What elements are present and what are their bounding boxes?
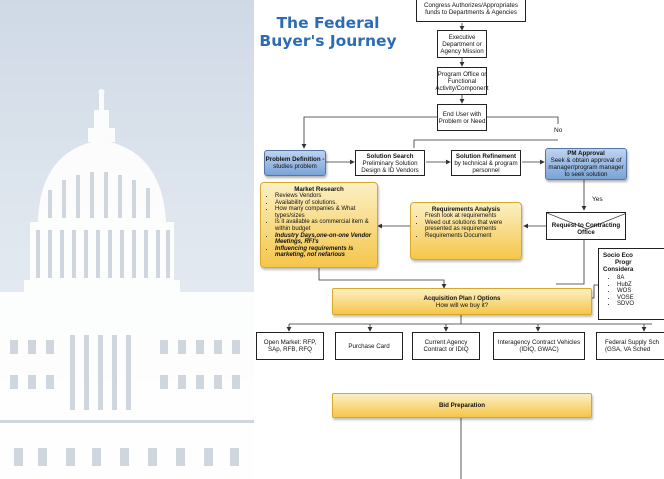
list-item: 8A bbox=[617, 275, 634, 282]
title-line-1: The Federal bbox=[276, 14, 380, 32]
pm-approval-title: PM Approval bbox=[567, 150, 605, 157]
pm-approval-box: PM Approval Seek & obtain approval of ma… bbox=[545, 148, 627, 180]
list-item: WOS bbox=[617, 288, 634, 295]
option-purchase-card-text: Purchase Card bbox=[348, 342, 390, 350]
envelope-icon bbox=[547, 213, 625, 230]
list-item: Fresh look at requirements bbox=[425, 213, 517, 220]
solution-search-box: Solution Search Preliminary Solution Des… bbox=[355, 150, 425, 176]
bid-preparation-text: Bid Preparation bbox=[438, 402, 486, 409]
list-item: Reviews Vendors bbox=[275, 193, 373, 200]
congress-text: Congress Authorizes/Appropriates funds t… bbox=[424, 2, 518, 16]
socio-economic-list: 8A HubZ WOS VOSE SDVO bbox=[603, 275, 634, 308]
option-open-market-text: Open Market: RFP, SAp, RFB, RFQ bbox=[263, 339, 317, 353]
program-office-text: Program Office or Functional Activity/Co… bbox=[435, 70, 489, 92]
list-item: Industry Days,one-on-one Vendor Meetings… bbox=[275, 233, 373, 246]
list-item: SDVO bbox=[617, 301, 634, 308]
option-federal-supply-text: Federal Supply Sch (GSA, VA Sched bbox=[605, 339, 659, 353]
option-federal-supply-box: Federal Supply Sch (GSA, VA Sched bbox=[596, 332, 664, 360]
solution-refinement-text: by technical & program personnel bbox=[454, 159, 518, 174]
option-interagency-box: Interagency Contract Vehicles (IDIQ, GWA… bbox=[493, 332, 585, 360]
executive-agency-box: Executive Department or Agency Mission bbox=[437, 30, 487, 58]
solution-search-title: Solution Search bbox=[366, 152, 414, 160]
list-item: Requirements Document bbox=[425, 233, 517, 240]
executive-agency-text: Executive Department or Agency Mission bbox=[440, 33, 484, 55]
request-contracting-box: Request to Contracting Office bbox=[546, 212, 626, 240]
list-item: Influencing requirements is marketing, n… bbox=[275, 246, 373, 259]
problem-definition-text: studies problem bbox=[273, 163, 317, 170]
socio-economic-box: Socio Eco Progr Considera 8A HubZ WOS VO… bbox=[598, 248, 664, 320]
option-purchase-card-box: Purchase Card bbox=[335, 332, 403, 360]
option-agency-contract-box: Current Agency Contract or IDIQ bbox=[412, 332, 480, 360]
requirements-analysis-box: Requirements Analysis Fresh look at requ… bbox=[410, 202, 522, 260]
problem-definition-box: Problem Definition - studies problem bbox=[264, 150, 326, 176]
list-item: Availability of solutions. bbox=[275, 200, 373, 207]
acquisition-plan-text: How will we buy it? bbox=[435, 301, 489, 309]
problem-definition-title: Problem Definition - bbox=[265, 156, 325, 163]
acquisition-plan-title: Acquisition Plan / Options bbox=[423, 294, 501, 302]
list-item: HubZ bbox=[617, 282, 634, 289]
socio-economic-title-3: Considera bbox=[603, 266, 634, 273]
solution-refinement-title: Solution Refinement bbox=[455, 152, 517, 160]
capitol-building-image bbox=[0, 89, 254, 479]
market-research-list: Reviews Vendors Availability of solution… bbox=[265, 193, 373, 259]
no-label: No bbox=[554, 127, 563, 134]
option-open-market-box: Open Market: RFP, SAp, RFB, RFQ bbox=[256, 332, 324, 360]
solution-search-text: Preliminary Solution Design & ID Vendors bbox=[361, 159, 419, 174]
requirements-analysis-list: Fresh look at requirements Weed out solu… bbox=[415, 213, 517, 239]
list-item: How many companies & What types/sizes bbox=[275, 206, 373, 219]
solution-refinement-box: Solution Refinement by technical & progr… bbox=[451, 150, 521, 176]
end-user-box: End User with Problem or Need bbox=[437, 104, 487, 131]
congress-box: Congress Authorizes/Appropriates funds t… bbox=[416, 0, 526, 22]
requirements-analysis-title: Requirements Analysis bbox=[431, 206, 501, 213]
request-contracting-text: Request to Contracting Office bbox=[551, 222, 621, 236]
option-interagency-text: Interagency Contract Vehicles (IDIQ, GWA… bbox=[497, 339, 581, 353]
end-user-text: End User with Problem or Need bbox=[438, 110, 486, 125]
bid-preparation-box: Bid Preparation bbox=[332, 393, 592, 418]
page-title: The Federal Buyer's Journey bbox=[258, 14, 398, 50]
acquisition-plan-box: Acquisition Plan / Options How will we b… bbox=[332, 288, 592, 315]
list-item: Weed out solutions that were presented a… bbox=[425, 220, 517, 233]
market-research-title: Market Research bbox=[294, 186, 344, 193]
option-agency-contract-text: Current Agency Contract or IDIQ bbox=[423, 339, 469, 353]
yes-label: Yes bbox=[592, 196, 603, 203]
program-office-box: Program Office or Functional Activity/Co… bbox=[435, 67, 489, 95]
list-item: Is it available as commercial item & wit… bbox=[275, 219, 373, 232]
list-item: VOSE bbox=[617, 295, 634, 302]
socio-economic-title-1: Socio Eco bbox=[603, 252, 633, 259]
socio-economic-title-2: Progr bbox=[615, 259, 632, 266]
capitol-background-panel bbox=[0, 0, 254, 479]
connector-lines bbox=[286, 23, 652, 479]
market-research-box: Market Research Reviews Vendors Availabi… bbox=[260, 182, 378, 268]
title-line-2: Buyer's Journey bbox=[259, 32, 397, 50]
pm-approval-text: Seek & obtain approval of manager/progra… bbox=[548, 157, 624, 178]
buyers-journey-flowchart: The Federal Buyer's Journey Congress Aut… bbox=[254, 0, 664, 479]
